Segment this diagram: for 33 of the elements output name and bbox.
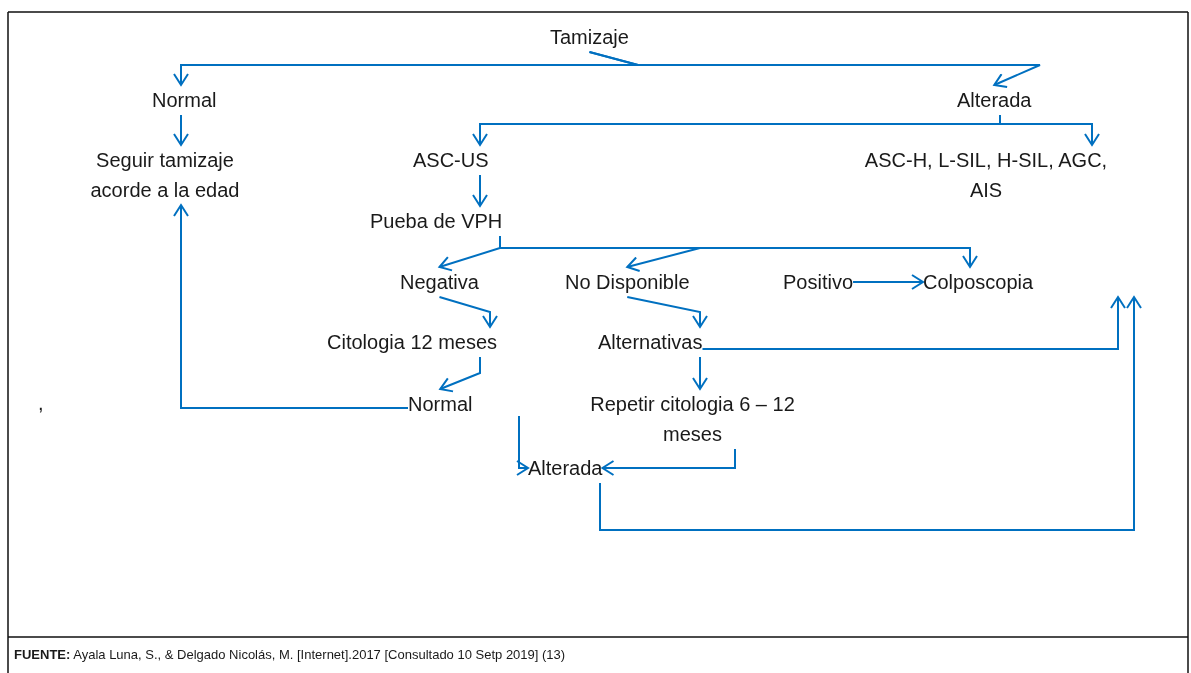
arrow (588, 51, 1041, 88)
flow-label: Positivo (783, 267, 854, 297)
arrow (439, 356, 481, 393)
arrow (173, 204, 409, 409)
flow-label: Pueba de VPH (370, 206, 503, 236)
flow-label: Citologia 12 meses (327, 327, 498, 357)
flow-label: No Disponible (565, 267, 690, 297)
flow-label: ASC-US (413, 145, 489, 175)
arrow (173, 114, 189, 146)
arrow (472, 174, 488, 207)
flow-label: Colposcopia (923, 267, 1145, 297)
arrow (438, 296, 498, 328)
flow-label: Alternativas (598, 327, 703, 357)
flow-label: Alterada (957, 85, 1032, 115)
flow-label: Alterada (528, 453, 603, 483)
arrow (626, 296, 708, 328)
flow-label: Repetir citologia 6 – 12 meses (585, 389, 800, 449)
flow-label: Seguir tamizaje acorde a la edad (65, 145, 265, 205)
arrow (499, 235, 978, 268)
flow-label: Tamizaje (550, 22, 629, 52)
arrow (999, 114, 1100, 146)
flow-label: Negativa (400, 267, 479, 297)
flow-label: Normal (408, 389, 473, 419)
note-text: , (38, 392, 44, 415)
arrow (599, 296, 1142, 531)
arrow (516, 415, 529, 476)
arrow (701, 296, 1126, 350)
arrow (692, 356, 708, 390)
arrow (852, 274, 924, 290)
flow-label: Normal (152, 85, 217, 115)
source-note: FUENTE: Ayala Luna, S., & Delgado Nicolás, M. [Internet].2017 [Consultado 10 Setp 2019] (13) (14, 647, 566, 662)
flow-label: ASC-H, L-SIL, H-SIL, AGC, AIS (856, 145, 1116, 205)
arrow (601, 448, 736, 476)
